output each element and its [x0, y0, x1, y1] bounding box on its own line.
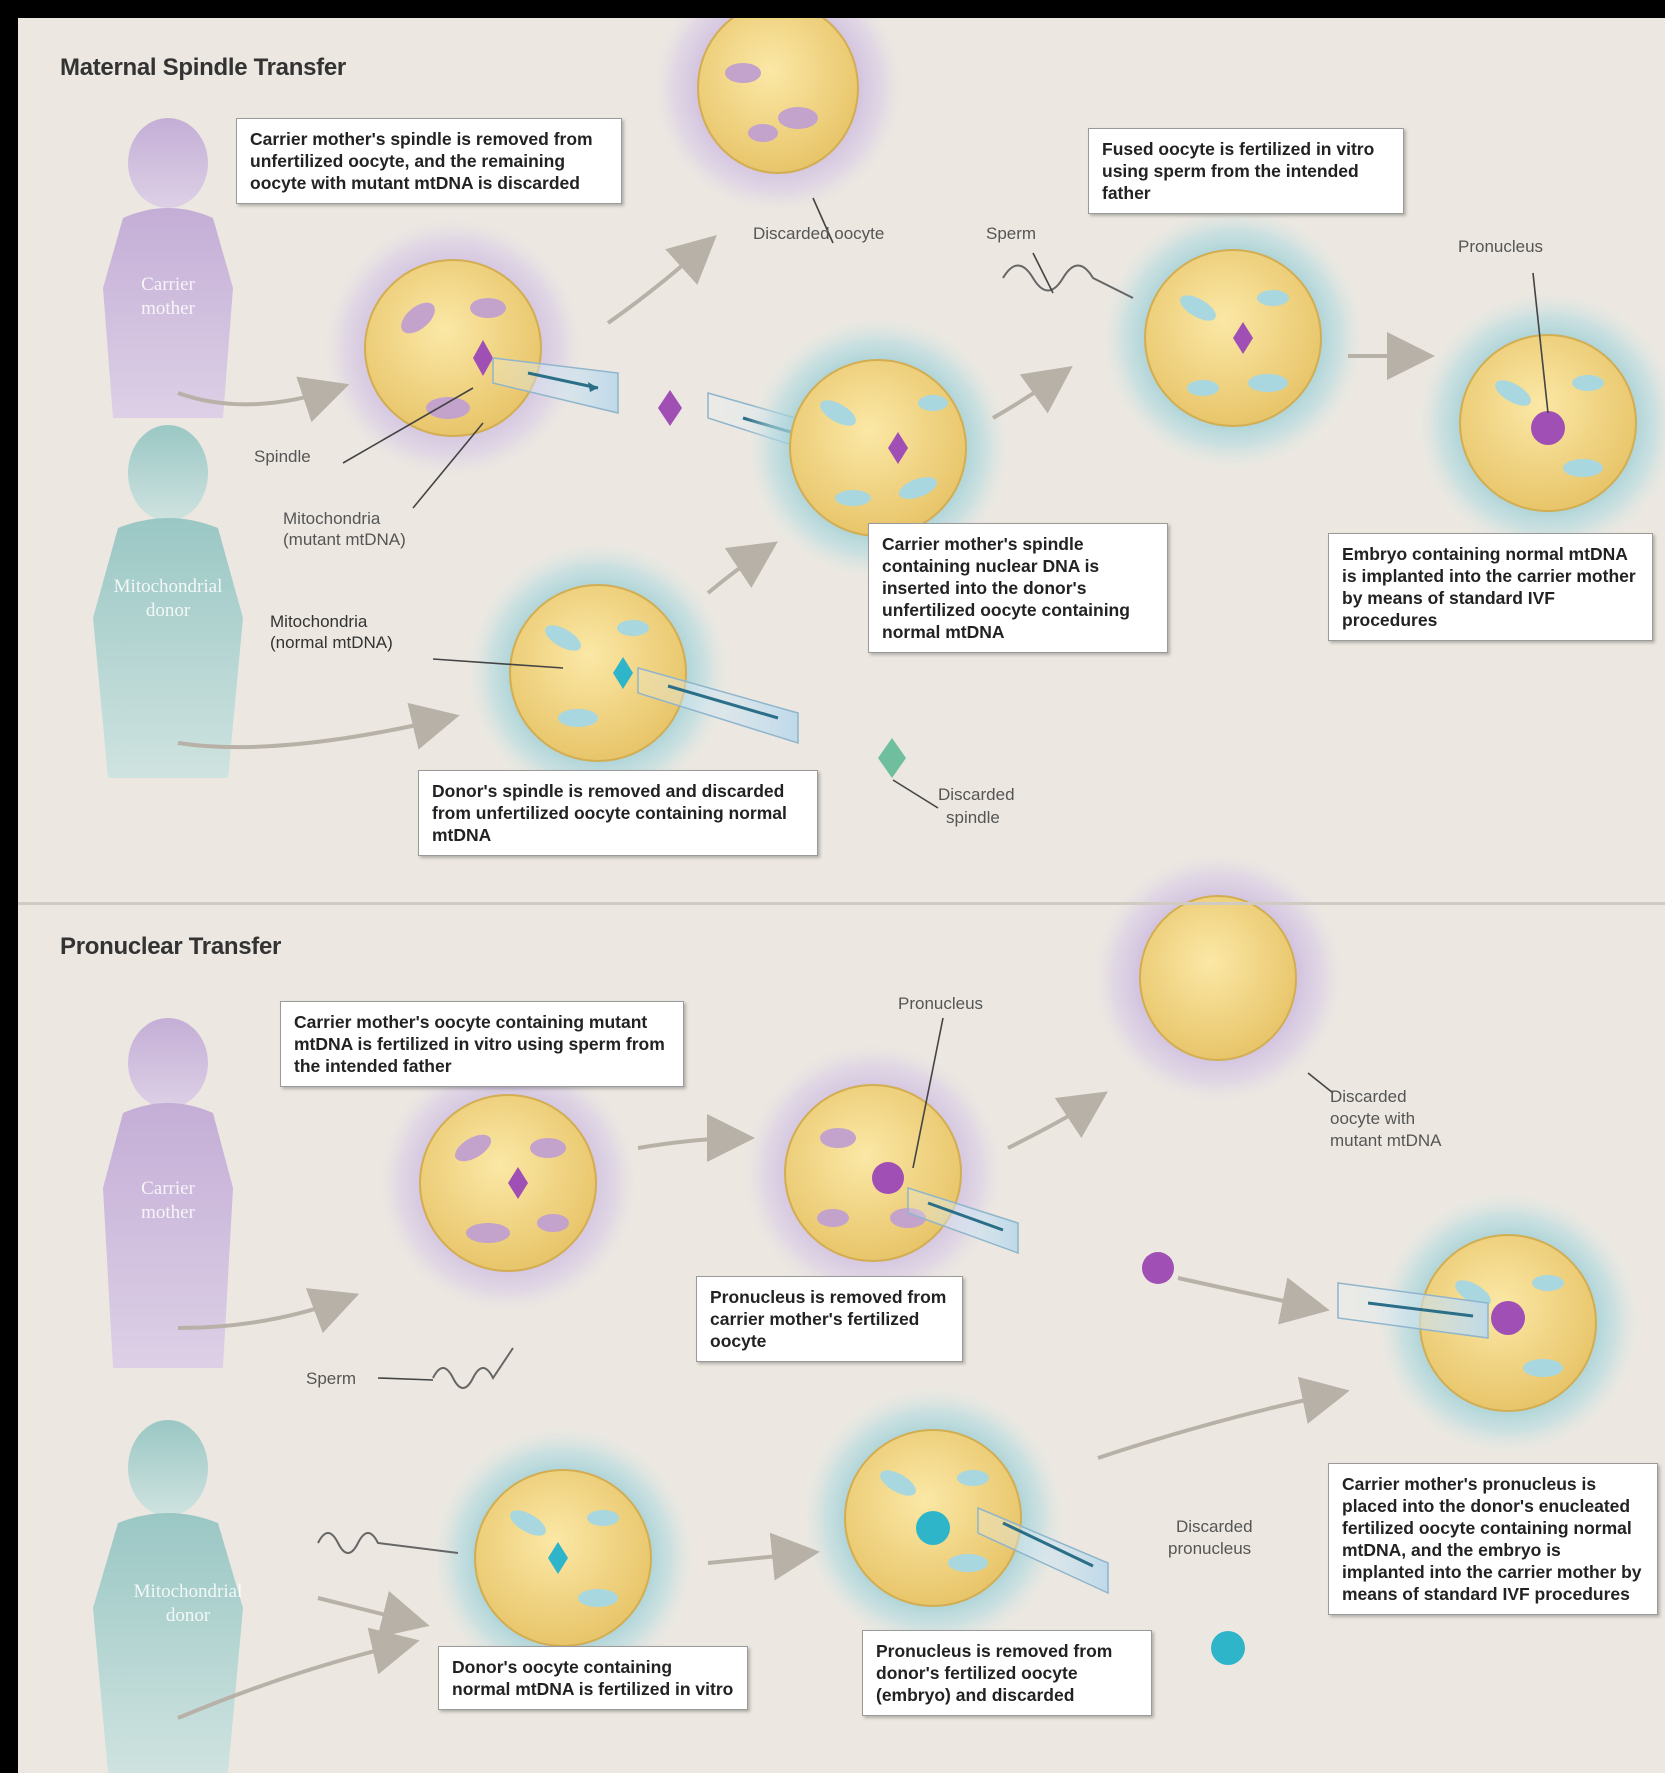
discarded-pronucleus-dot: [1211, 1631, 1245, 1665]
label-carrier-mother-bottom-2: mother: [108, 1202, 228, 1224]
discarded-spindle-top: [878, 738, 906, 778]
label-sperm-top: Sperm: [986, 223, 1036, 244]
transferred-spindle: [658, 390, 682, 426]
callout-donor-spindle-removed: Donor's spindle is removed and discarded…: [418, 770, 818, 856]
label-mito-normal-1: Mitochondria: [270, 611, 367, 632]
label-mito-donor-top-2: donor: [78, 600, 258, 622]
callout-fused-fertilized: Fused oocyte is fertilized in vitro usin…: [1088, 128, 1404, 214]
carrier-oocyte-spindle: [318, 213, 588, 483]
label-discarded-pronucleus-1: Discarded: [1176, 1516, 1253, 1537]
callout-donor-fertilized: Donor's oocyte containing normal mtDNA i…: [438, 1646, 748, 1710]
donor-zygote: [798, 1383, 1068, 1653]
label-discarded-oocyte-bottom-1: Discarded: [1330, 1086, 1407, 1107]
label-mito-mutant-1: Mitochondria: [283, 508, 380, 529]
section-title-pronuclear: Pronuclear Transfer: [60, 933, 281, 961]
label-spindle: Spindle: [254, 446, 311, 467]
label-carrier-mother-top-1: Carrier: [108, 274, 228, 296]
callout-embryo-implanted: Embryo containing normal mtDNA is implan…: [1328, 533, 1653, 641]
callout-pronucleus-placed: Carrier mother's pronucleus is placed in…: [1328, 1463, 1658, 1615]
label-discarded-pronucleus-2: pronucleus: [1168, 1538, 1251, 1559]
carrier-oocyte-fertilized: [373, 1048, 643, 1318]
section-divider: [18, 902, 1665, 905]
callout-oocyte-fertilized: Carrier mother's oocyte containing mutan…: [280, 1001, 684, 1087]
label-pronucleus-top: Pronucleus: [1458, 236, 1543, 257]
label-discarded-oocyte: Discarded oocyte: [753, 223, 884, 244]
donor-oocyte-enucleation: [463, 538, 733, 808]
callout-spindle-removed: Carrier mother's spindle is removed from…: [236, 118, 622, 204]
label-carrier-mother-bottom-1: Carrier: [108, 1178, 228, 1200]
fused-oocyte: [1098, 203, 1368, 473]
carrier-zygote-pronucleus: [738, 1038, 1008, 1308]
discarded-oocyte-top: [648, 18, 908, 218]
label-mito-donor-bottom-2: donor: [98, 1605, 278, 1627]
diagram-canvas: Maternal Spindle Transfer Pronuclear Tra…: [18, 18, 1665, 1773]
label-discarded-spindle-1: Discarded: [938, 784, 1015, 805]
label-mito-donor-bottom-1: Mitochondrial: [98, 1581, 278, 1603]
label-discarded-oocyte-bottom-3: mutant mtDNA: [1330, 1130, 1441, 1151]
section-title-maternal-spindle: Maternal Spindle Transfer: [60, 54, 346, 82]
callout-spindle-inserted: Carrier mother's spindle containing nucl…: [868, 523, 1168, 653]
label-carrier-mother-top-2: mother: [108, 298, 228, 320]
label-discarded-oocyte-bottom-2: oocyte with: [1330, 1108, 1415, 1129]
discarded-oocyte-bottom: [1088, 848, 1348, 1108]
label-mito-mutant-2: (mutant mtDNA): [283, 529, 406, 550]
sperm-bottom-left: [433, 1348, 513, 1388]
callout-pronucleus-removed: Pronucleus is removed from carrier mothe…: [696, 1276, 963, 1362]
label-sperm-bottom: Sperm: [306, 1368, 356, 1389]
carrier-mother-silhouette-top: [103, 118, 233, 418]
label-mito-normal-2: (normal mtDNA): [270, 632, 393, 653]
transferred-pronucleus: [1142, 1252, 1174, 1284]
callout-donor-pronucleus-removed: Pronucleus is removed from donor's ferti…: [862, 1630, 1152, 1716]
label-pronucleus-bottom: Pronucleus: [898, 993, 983, 1014]
label-mito-donor-top-1: Mitochondrial: [78, 576, 258, 598]
label-discarded-spindle-2: spindle: [946, 807, 1000, 828]
